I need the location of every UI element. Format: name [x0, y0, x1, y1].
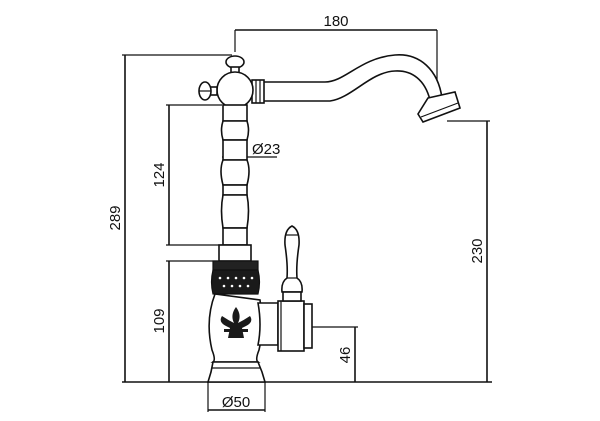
fleur-de-lis-ornament: [220, 307, 252, 338]
label-column-height: 124: [151, 162, 168, 187]
dimension-labels: 180 289 124 109 230 46 Ø23 Ø50: [107, 13, 486, 411]
label-base-to-column: 109: [151, 308, 168, 333]
label-spout-height: 230: [469, 238, 486, 263]
label-column-diameter: Ø23: [252, 141, 280, 158]
label-total-height: 289: [107, 205, 124, 230]
column: [218, 104, 252, 262]
faucet: [198, 54, 461, 383]
lever-handle: [281, 225, 303, 302]
aerator: [417, 91, 461, 123]
label-outlet-height: 46: [337, 347, 354, 364]
ornamental-collar: [210, 260, 261, 295]
top-knob: [225, 55, 245, 69]
label-spout-reach: 180: [323, 13, 348, 30]
valve-housing: [257, 302, 279, 346]
spout-collar: [251, 79, 265, 104]
swivel-hub: [216, 71, 254, 109]
spout: [261, 54, 443, 102]
base-foot: [206, 361, 267, 383]
dimension-lines: [122, 29, 492, 412]
label-base-diameter: Ø50: [222, 394, 250, 411]
